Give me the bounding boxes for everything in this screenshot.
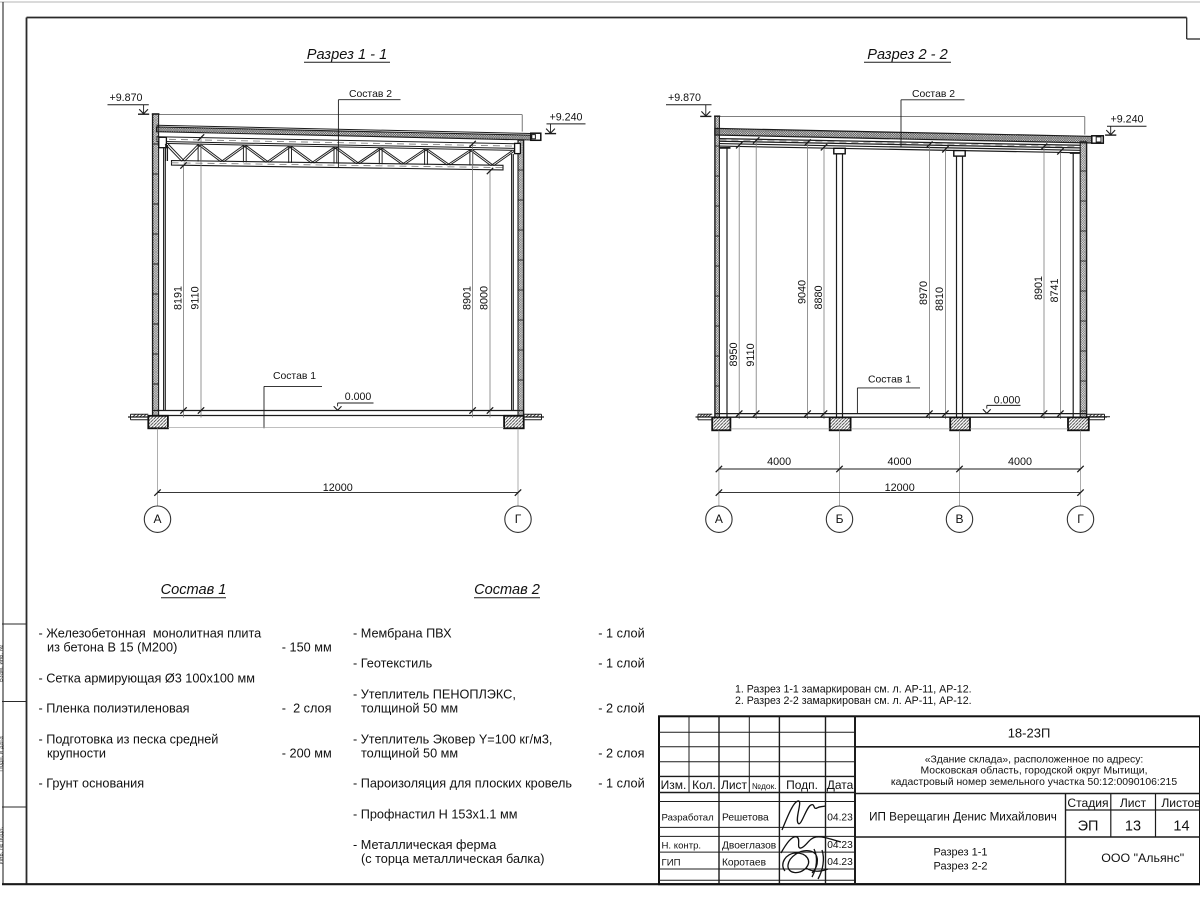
svg-text:№док.: №док. <box>752 781 777 791</box>
svg-text:2. Разрез 2-2 замаркирован см.: 2. Разрез 2-2 замаркирован см. л. АР-11,… <box>735 695 972 707</box>
svg-text:- 1 слой: - 1 слой <box>598 657 644 671</box>
svg-text:9040: 9040 <box>796 280 808 304</box>
svg-text:из бетона В 15 (М200): из бетона В 15 (М200) <box>47 640 177 654</box>
svg-text:- Мембрана ПВХ: - Мембрана ПВХ <box>353 627 452 641</box>
svg-text:Взам. инв. №: Взам. инв. № <box>0 645 5 682</box>
svg-text:Г: Г <box>1077 512 1084 526</box>
svg-text:8810: 8810 <box>934 287 946 311</box>
svg-text:А: А <box>715 512 723 526</box>
svg-text:- 1 слой: - 1 слой <box>598 777 644 791</box>
svg-text:13: 13 <box>1125 818 1141 834</box>
svg-text:04.23: 04.23 <box>827 857 853 868</box>
svg-text:4000: 4000 <box>887 456 911 468</box>
svg-text:- 150 мм: - 150 мм <box>282 640 332 654</box>
svg-text:- Сетка армирующая Ø3 100х100: - Сетка армирующая Ø3 100х100 мм <box>39 672 255 686</box>
svg-text:ИП Верещагин Денис Михайлович: ИП Верещагин Денис Михайлович <box>869 810 1057 823</box>
svg-text:Изм.: Изм. <box>661 778 687 792</box>
svg-text:Разработал: Разработал <box>662 812 714 823</box>
svg-text:- Металлическая ферма: - Металлическая ферма <box>353 838 497 852</box>
svg-text:крупности: крупности <box>47 746 106 760</box>
svg-text:4000: 4000 <box>1008 456 1032 468</box>
svg-text:4000: 4000 <box>767 456 791 468</box>
svg-text:Инв. № подл.: Инв. № подл. <box>0 826 5 864</box>
svg-text:- 1 слой: - 1 слой <box>598 627 644 641</box>
svg-text:- Пленка полиэтиленовая: - Пленка полиэтиленовая <box>39 702 190 716</box>
svg-text:Московская область, городской: Московская область, городской округ Мыти… <box>921 765 1148 777</box>
svg-text:- Подготовка из песка средней: - Подготовка из песка средней <box>39 733 219 747</box>
svg-text:Двоеглазов: Двоеглазов <box>722 841 776 852</box>
svg-text:0.000: 0.000 <box>345 391 372 403</box>
svg-text:Кол.: Кол. <box>692 778 716 792</box>
svg-text:Разрез 2 - 2: Разрез 2 - 2 <box>867 47 947 63</box>
svg-text:Состав 1: Состав 1 <box>161 582 227 598</box>
svg-text:Стадия: Стадия <box>1067 796 1108 810</box>
svg-text:Подп.: Подп. <box>786 778 818 792</box>
svg-text:+9.240: +9.240 <box>550 111 583 123</box>
svg-text:12000: 12000 <box>885 482 915 494</box>
svg-text:Состав 2: Состав 2 <box>912 89 955 100</box>
svg-text:ООО "Альянс": ООО "Альянс" <box>1101 851 1184 865</box>
svg-text:- 2 слоя: - 2 слоя <box>282 702 332 716</box>
svg-text:04.23: 04.23 <box>827 812 853 823</box>
svg-text:- Геотекстиль: - Геотекстиль <box>353 657 433 671</box>
svg-text:- 2 слоя: - 2 слоя <box>598 746 644 760</box>
svg-text:Разрез 1 - 1: Разрез 1 - 1 <box>307 47 387 63</box>
svg-text:8000: 8000 <box>479 286 491 310</box>
svg-text:Разрез 2-2: Разрез 2-2 <box>933 860 987 872</box>
svg-text:8901: 8901 <box>1033 276 1045 300</box>
svg-text:Решетова: Решетова <box>722 812 769 823</box>
svg-text:Н. контр.: Н. контр. <box>662 841 702 852</box>
svg-text:(с торца металлическая балка): (с торца металлическая балка) <box>361 852 545 866</box>
svg-text:8191: 8191 <box>172 286 184 310</box>
svg-text:18-23П: 18-23П <box>1008 725 1051 740</box>
svg-text:Лист: Лист <box>1120 796 1147 810</box>
svg-text:«Здание склада», расположенное: «Здание склада», расположенное по адресу… <box>925 754 1144 765</box>
svg-text:Разрез 1-1: Разрез 1-1 <box>933 846 987 858</box>
svg-text:В: В <box>955 512 963 526</box>
svg-text:8970: 8970 <box>918 281 930 305</box>
svg-text:Состав 2: Состав 2 <box>349 89 392 100</box>
svg-text:А: А <box>153 512 161 526</box>
svg-text:- Грунт основания: - Грунт основания <box>39 777 145 791</box>
svg-text:- 200 мм: - 200 мм <box>282 746 332 760</box>
svg-text:толщиной 50 мм: толщиной 50 мм <box>361 746 458 760</box>
svg-text:- Профнастил Н 153х1.1 мм: - Профнастил Н 153х1.1 мм <box>353 808 517 822</box>
svg-text:9110: 9110 <box>745 343 757 366</box>
svg-text:Состав 2: Состав 2 <box>474 582 540 598</box>
svg-text:- 2 слой: - 2 слой <box>598 702 644 716</box>
svg-text:8901: 8901 <box>461 286 473 310</box>
svg-text:кадастровый номер земельного у: кадастровый номер земельного участка 50:… <box>891 777 1177 788</box>
svg-text:Листов: Листов <box>1161 796 1200 810</box>
svg-text:- Пароизоляция для плоских кро: - Пароизоляция для плоских кровель <box>353 777 572 791</box>
svg-text:- Утеплитель ПЕНОПЛЭКС,: - Утеплитель ПЕНОПЛЭКС, <box>353 687 516 701</box>
svg-text:толщиной 50 мм: толщиной 50 мм <box>361 702 458 716</box>
svg-text:14: 14 <box>1173 818 1189 834</box>
svg-text:Подп. и дата: Подп. и дата <box>0 736 5 772</box>
svg-text:- Утеплитель Эковер Y=100 кг/м: - Утеплитель Эковер Y=100 кг/м3, <box>353 733 552 747</box>
svg-text:12000: 12000 <box>323 482 353 494</box>
svg-text:Состав 1: Состав 1 <box>273 371 316 382</box>
svg-text:Б: Б <box>836 512 844 526</box>
svg-text:1. Разрез 1-1 замаркирован см.: 1. Разрез 1-1 замаркирован см. л. АР-11,… <box>735 683 972 695</box>
svg-text:+9.870: +9.870 <box>668 92 701 104</box>
svg-text:Лист: Лист <box>721 778 748 792</box>
svg-text:0.000: 0.000 <box>994 394 1021 406</box>
svg-text:ГИП: ГИП <box>662 857 681 868</box>
svg-text:- Железобетонная монолитная п: - Железобетонная монолитная плита <box>39 627 263 641</box>
svg-text:9110: 9110 <box>190 286 202 309</box>
svg-text:Состав 1: Состав 1 <box>868 374 911 385</box>
svg-text:Дата: Дата <box>827 778 854 792</box>
svg-text:Коротаев: Коротаев <box>722 857 766 868</box>
svg-text:8880: 8880 <box>813 285 825 309</box>
svg-text:+9.870: +9.870 <box>110 92 143 104</box>
svg-text:04.23: 04.23 <box>827 840 853 851</box>
svg-text:+9.240: +9.240 <box>1111 114 1144 126</box>
svg-text:8741: 8741 <box>1049 278 1061 302</box>
svg-text:ЭП: ЭП <box>1078 818 1099 834</box>
svg-text:Г: Г <box>515 512 522 526</box>
svg-text:8950: 8950 <box>728 342 740 366</box>
